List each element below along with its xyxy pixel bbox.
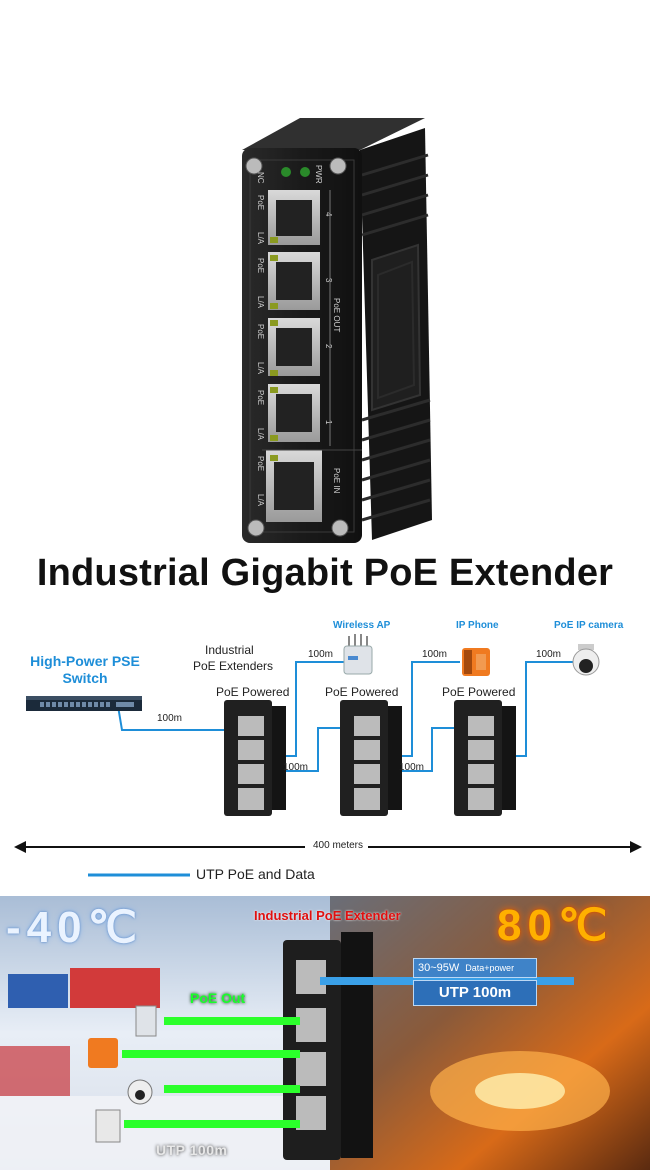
la-label-2: L/A [256,362,265,375]
legend-label: UTP PoE and Data [196,866,315,882]
pwr-label: PWR [314,165,323,184]
poe-label-1: PoE [256,390,265,405]
la-label-in: L/A [256,494,265,507]
ip-camera-label: PoE IP camera [554,620,624,631]
pse-switch-icon [26,696,142,711]
port-2-label: 2 [324,344,333,349]
temperature-background [0,896,650,1170]
segment-label-4: 100m [422,649,448,660]
extender-device-image: NC PWR PoE L/A PoE L/A PoE L/A PoE L/A P… [242,118,432,543]
extender-icons [224,700,516,816]
segment-label-3: 100m [283,762,309,773]
utp-spec-box: 30~95W Data+power UTP 100m [413,958,537,1008]
utp-bottom-label: UTP 100m [156,1142,228,1158]
wireless-ap-icon [343,634,373,675]
segment-label-6: 100m [536,649,562,660]
distance-arrow [14,841,642,853]
port-3-label: 3 [324,278,333,283]
ip-phone-icon [462,648,490,676]
diagram-graphics [14,634,642,877]
pse-switch-label-line2: Switch [62,670,108,686]
poe-label-3: PoE [256,258,265,273]
temp-extender-device [283,932,373,1160]
data-power-label: Data+power [465,963,515,973]
temp-sensor-icon [95,1109,121,1143]
temp-camera-icon [127,1079,153,1105]
hot-temperature-label: 80℃ [497,901,614,950]
power-range: 30~95W [418,962,460,974]
la-label-4: L/A [256,232,265,245]
port-1-label: 1 [324,420,333,425]
nc-label: NC [256,172,265,184]
poe-out-label: PoE OUT [332,298,341,332]
product-title: Industrial Gigabit PoE Extender [36,552,614,594]
segment-label-5: 100m [399,762,425,773]
poe-powered-label-2: PoE Powered [325,685,399,699]
segment-label-2: 100m [308,649,334,660]
extenders-label-line2: PoE Extenders [193,659,274,673]
temp-ap-icon [135,1005,157,1037]
port-4-label: 4 [324,212,333,217]
poe-label-in: PoE [256,456,265,471]
pse-switch-label-line1: High-Power PSE [30,653,140,669]
product-section: NC PWR PoE L/A PoE L/A PoE L/A PoE L/A P… [36,118,614,594]
network-diagram: High-Power PSE Switch Industrial PoE Ext… [0,596,650,896]
wireless-ap-label: Wireless AP [333,620,391,631]
temp-extender-label: Industrial PoE Extender [254,908,401,923]
ip-phone-label: IP Phone [456,620,499,631]
utp-spec: UTP 100m [413,980,537,1006]
segment-label-1: 100m [157,713,183,724]
power-spec: 30~95W Data+power [413,958,537,978]
poe-powered-label-1: PoE Powered [216,685,290,699]
cold-temperature-label: -40℃ [6,903,144,952]
poe-powered-label-3: PoE Powered [442,685,516,699]
temp-phone-icon [88,1038,118,1068]
poe-label-2: PoE [256,324,265,339]
la-label-1: L/A [256,428,265,441]
ip-camera-icon [572,644,600,676]
total-distance-label: 400 meters [312,840,364,851]
poe-out-cables [122,1017,300,1128]
temperature-section: -40℃ 80℃ Industrial PoE Extender PoE Out… [0,896,650,1170]
poe-in-label: PoE IN [332,468,341,494]
poe-label-4: PoE [256,195,265,210]
extenders-label-line1: Industrial [205,643,254,657]
poe-out-label: PoE Out [190,990,246,1006]
la-label-3: L/A [256,296,265,309]
